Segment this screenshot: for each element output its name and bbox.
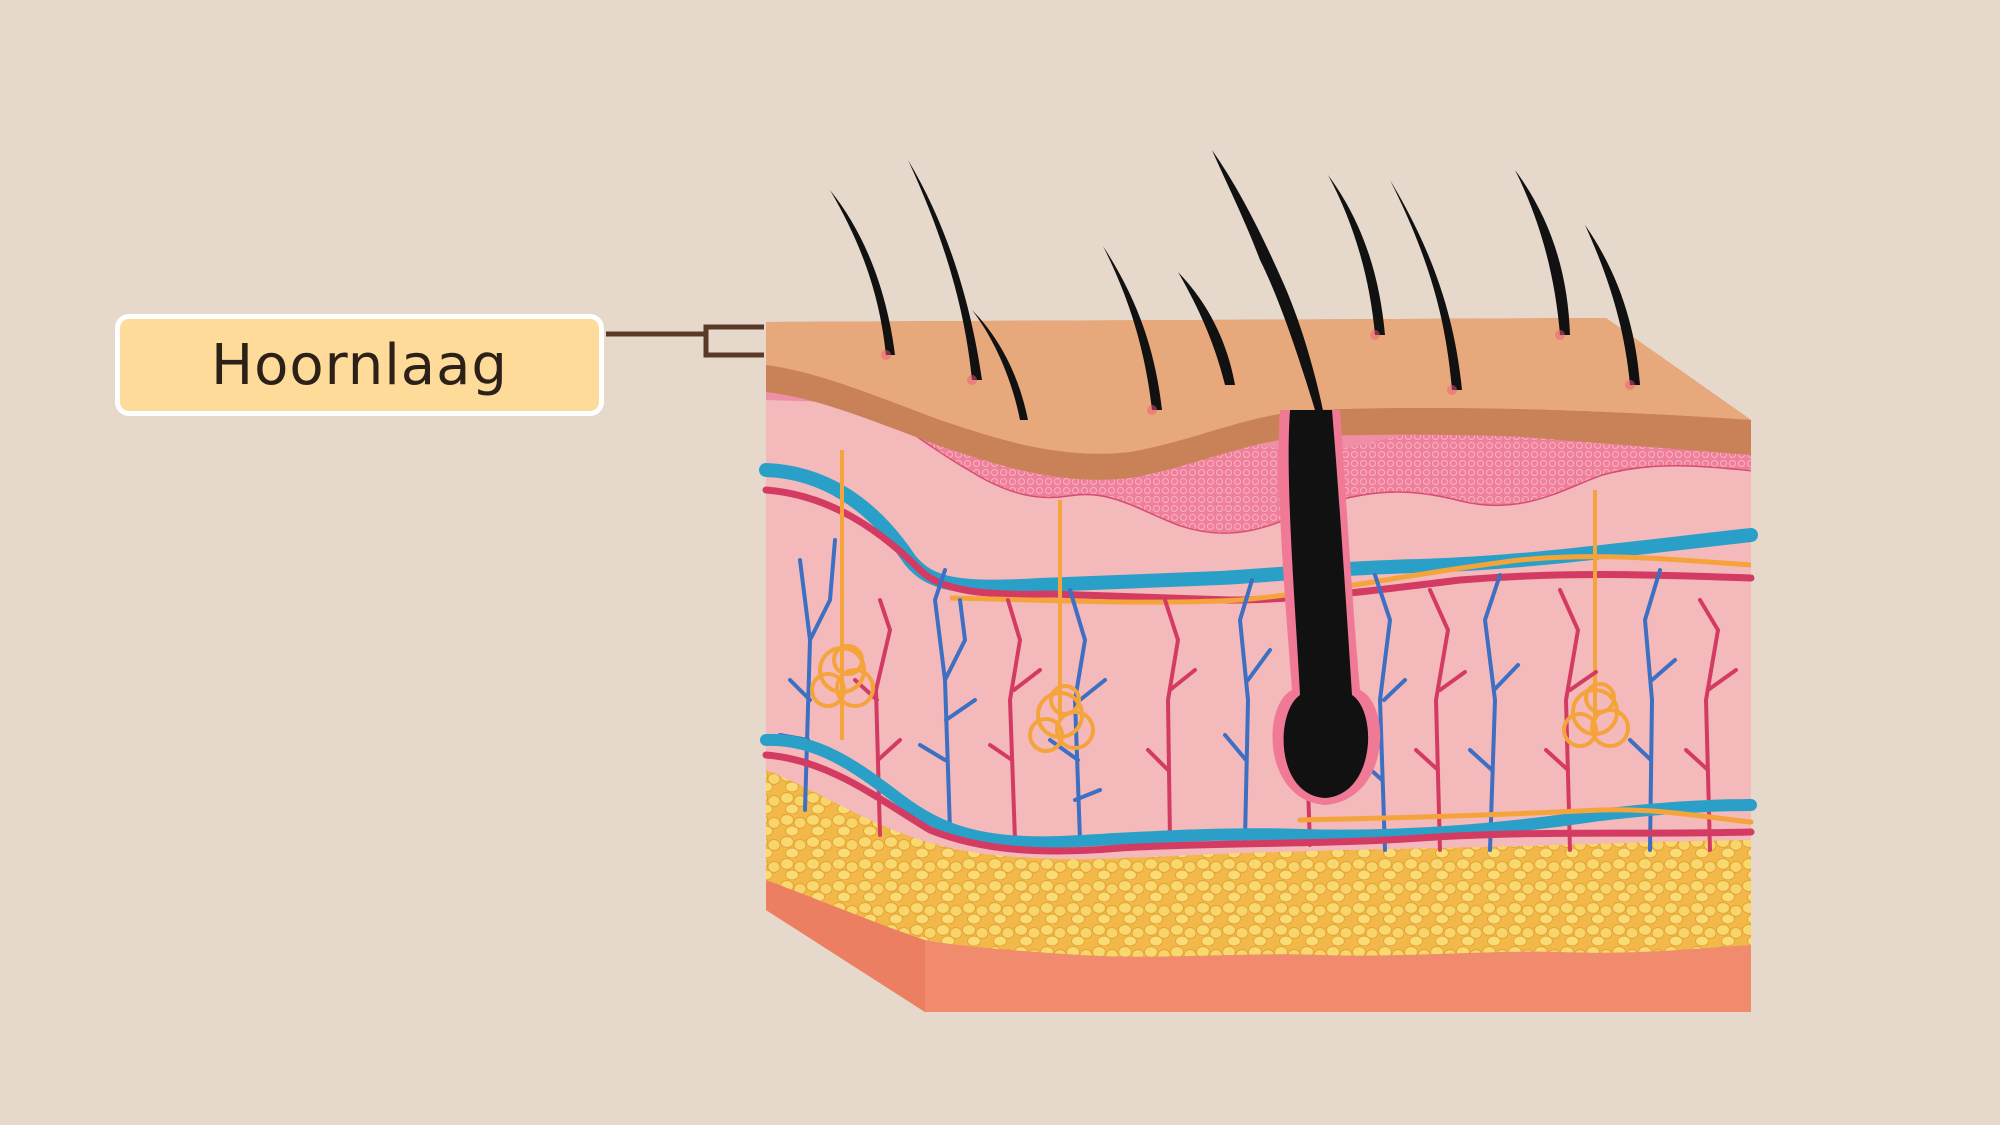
hairs — [830, 160, 1640, 420]
layer-label-text: Hoornlaag — [211, 332, 508, 398]
sweat-gland-2 — [1028, 684, 1095, 753]
sweat-gland-1 — [810, 644, 875, 708]
hair-follicle — [1212, 150, 1381, 805]
fat-layer — [766, 768, 1751, 957]
upper-vessel-network — [759, 450, 1758, 740]
sweat-gland-3 — [1562, 682, 1630, 748]
stratum-corneum — [766, 318, 1751, 480]
sweat-glands — [810, 644, 1630, 753]
lower-vessel-network — [760, 733, 1757, 855]
epidermis-layer — [766, 355, 1751, 533]
layer-label-hoornlaag: Hoornlaag — [115, 314, 604, 416]
label-connector — [606, 324, 764, 358]
